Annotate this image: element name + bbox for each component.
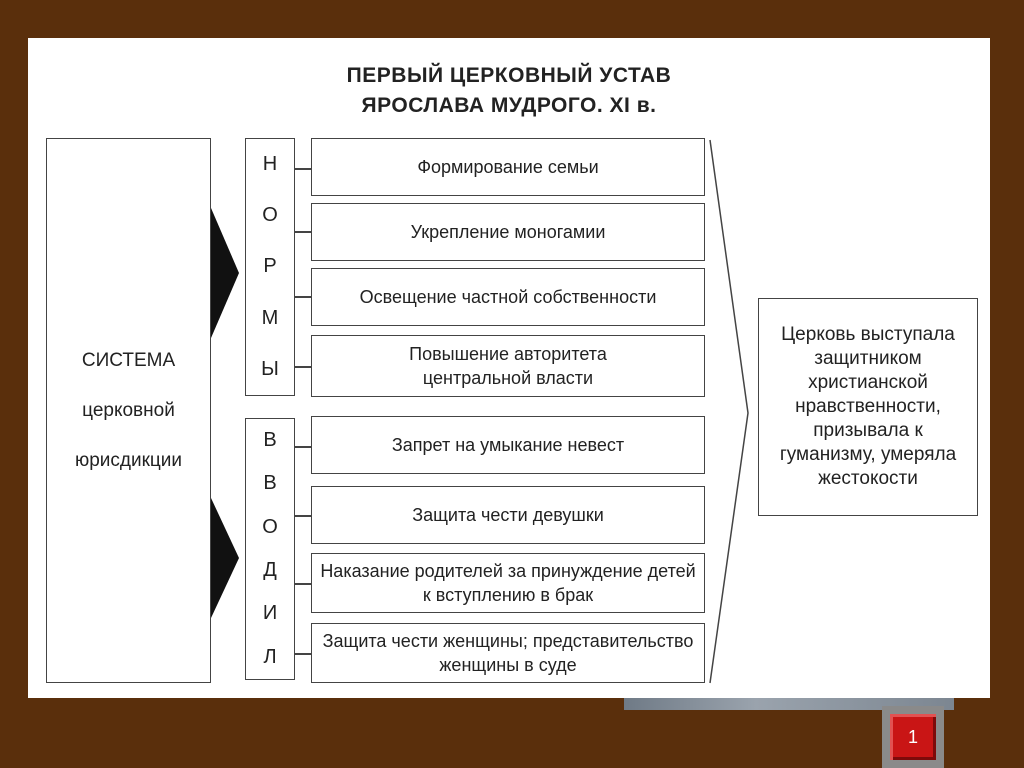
slide-panel: ПЕРВЫЙ ЦЕРКОВНЫЙ УСТАВ ЯРОСЛАВА МУДРОГО.… [28, 38, 990, 698]
norms-letter: О [262, 204, 278, 227]
introduced-item: Наказание родителей за принуждение детей… [311, 553, 705, 613]
introduced-letter: В [263, 429, 277, 452]
connector [295, 653, 311, 655]
norm-item: Освещение частной собственности [311, 268, 705, 326]
slide-number-button[interactable]: 1 [882, 706, 944, 768]
introduced-letter: О [262, 515, 278, 538]
norms-letter: Н [262, 153, 278, 176]
system-line-1: СИСТЕМА [81, 349, 176, 371]
conclusion-box: Церковь выступала защитником христианско… [758, 298, 978, 516]
introduced-letter: И [262, 602, 278, 625]
system-line-2: церковной [82, 399, 175, 421]
connector [295, 168, 311, 170]
connector [295, 583, 311, 585]
norm-item: Формирование семьи [311, 138, 705, 196]
title-line-1: ПЕРВЫЙ ЦЕРКОВНЫЙ УСТАВ [346, 64, 672, 87]
norms-letter: М [261, 306, 279, 329]
introduced-item: Запрет на умыкание невест [311, 416, 705, 474]
norms-letter: Ы [261, 357, 279, 380]
background-photo-strip [624, 698, 954, 710]
conclusion-chevron [709, 139, 749, 684]
connector [295, 296, 311, 298]
connector [295, 446, 311, 448]
arrow-to-introduced [211, 498, 239, 618]
connector [295, 366, 311, 368]
connector [295, 231, 311, 233]
system-box: СИСТЕМА церковной юрисдикции [46, 138, 211, 683]
connector [295, 515, 311, 517]
arrow-to-norms [211, 208, 239, 338]
norms-letters-box: Н О Р М Ы [245, 138, 295, 396]
norms-letter: Р [263, 255, 277, 278]
introduced-letters-box: В В О Д И Л [245, 418, 295, 680]
slide-number: 1 [890, 714, 936, 760]
introduced-letter: Л [263, 645, 277, 668]
system-line-3: юрисдикции [74, 449, 183, 471]
introduced-letter: Д [263, 559, 277, 582]
introduced-letter: В [263, 472, 277, 495]
title-line-2: ЯРОСЛАВА МУДРОГО. XI в. [361, 94, 657, 117]
introduced-item: Защита чести женщины; представительство … [311, 623, 705, 683]
norm-item: Укрепление моногамии [311, 203, 705, 261]
system-arrows [211, 208, 239, 618]
introduced-item: Защита чести девушки [311, 486, 705, 544]
norm-item: Повышение авторитета центральной власти [311, 335, 705, 397]
